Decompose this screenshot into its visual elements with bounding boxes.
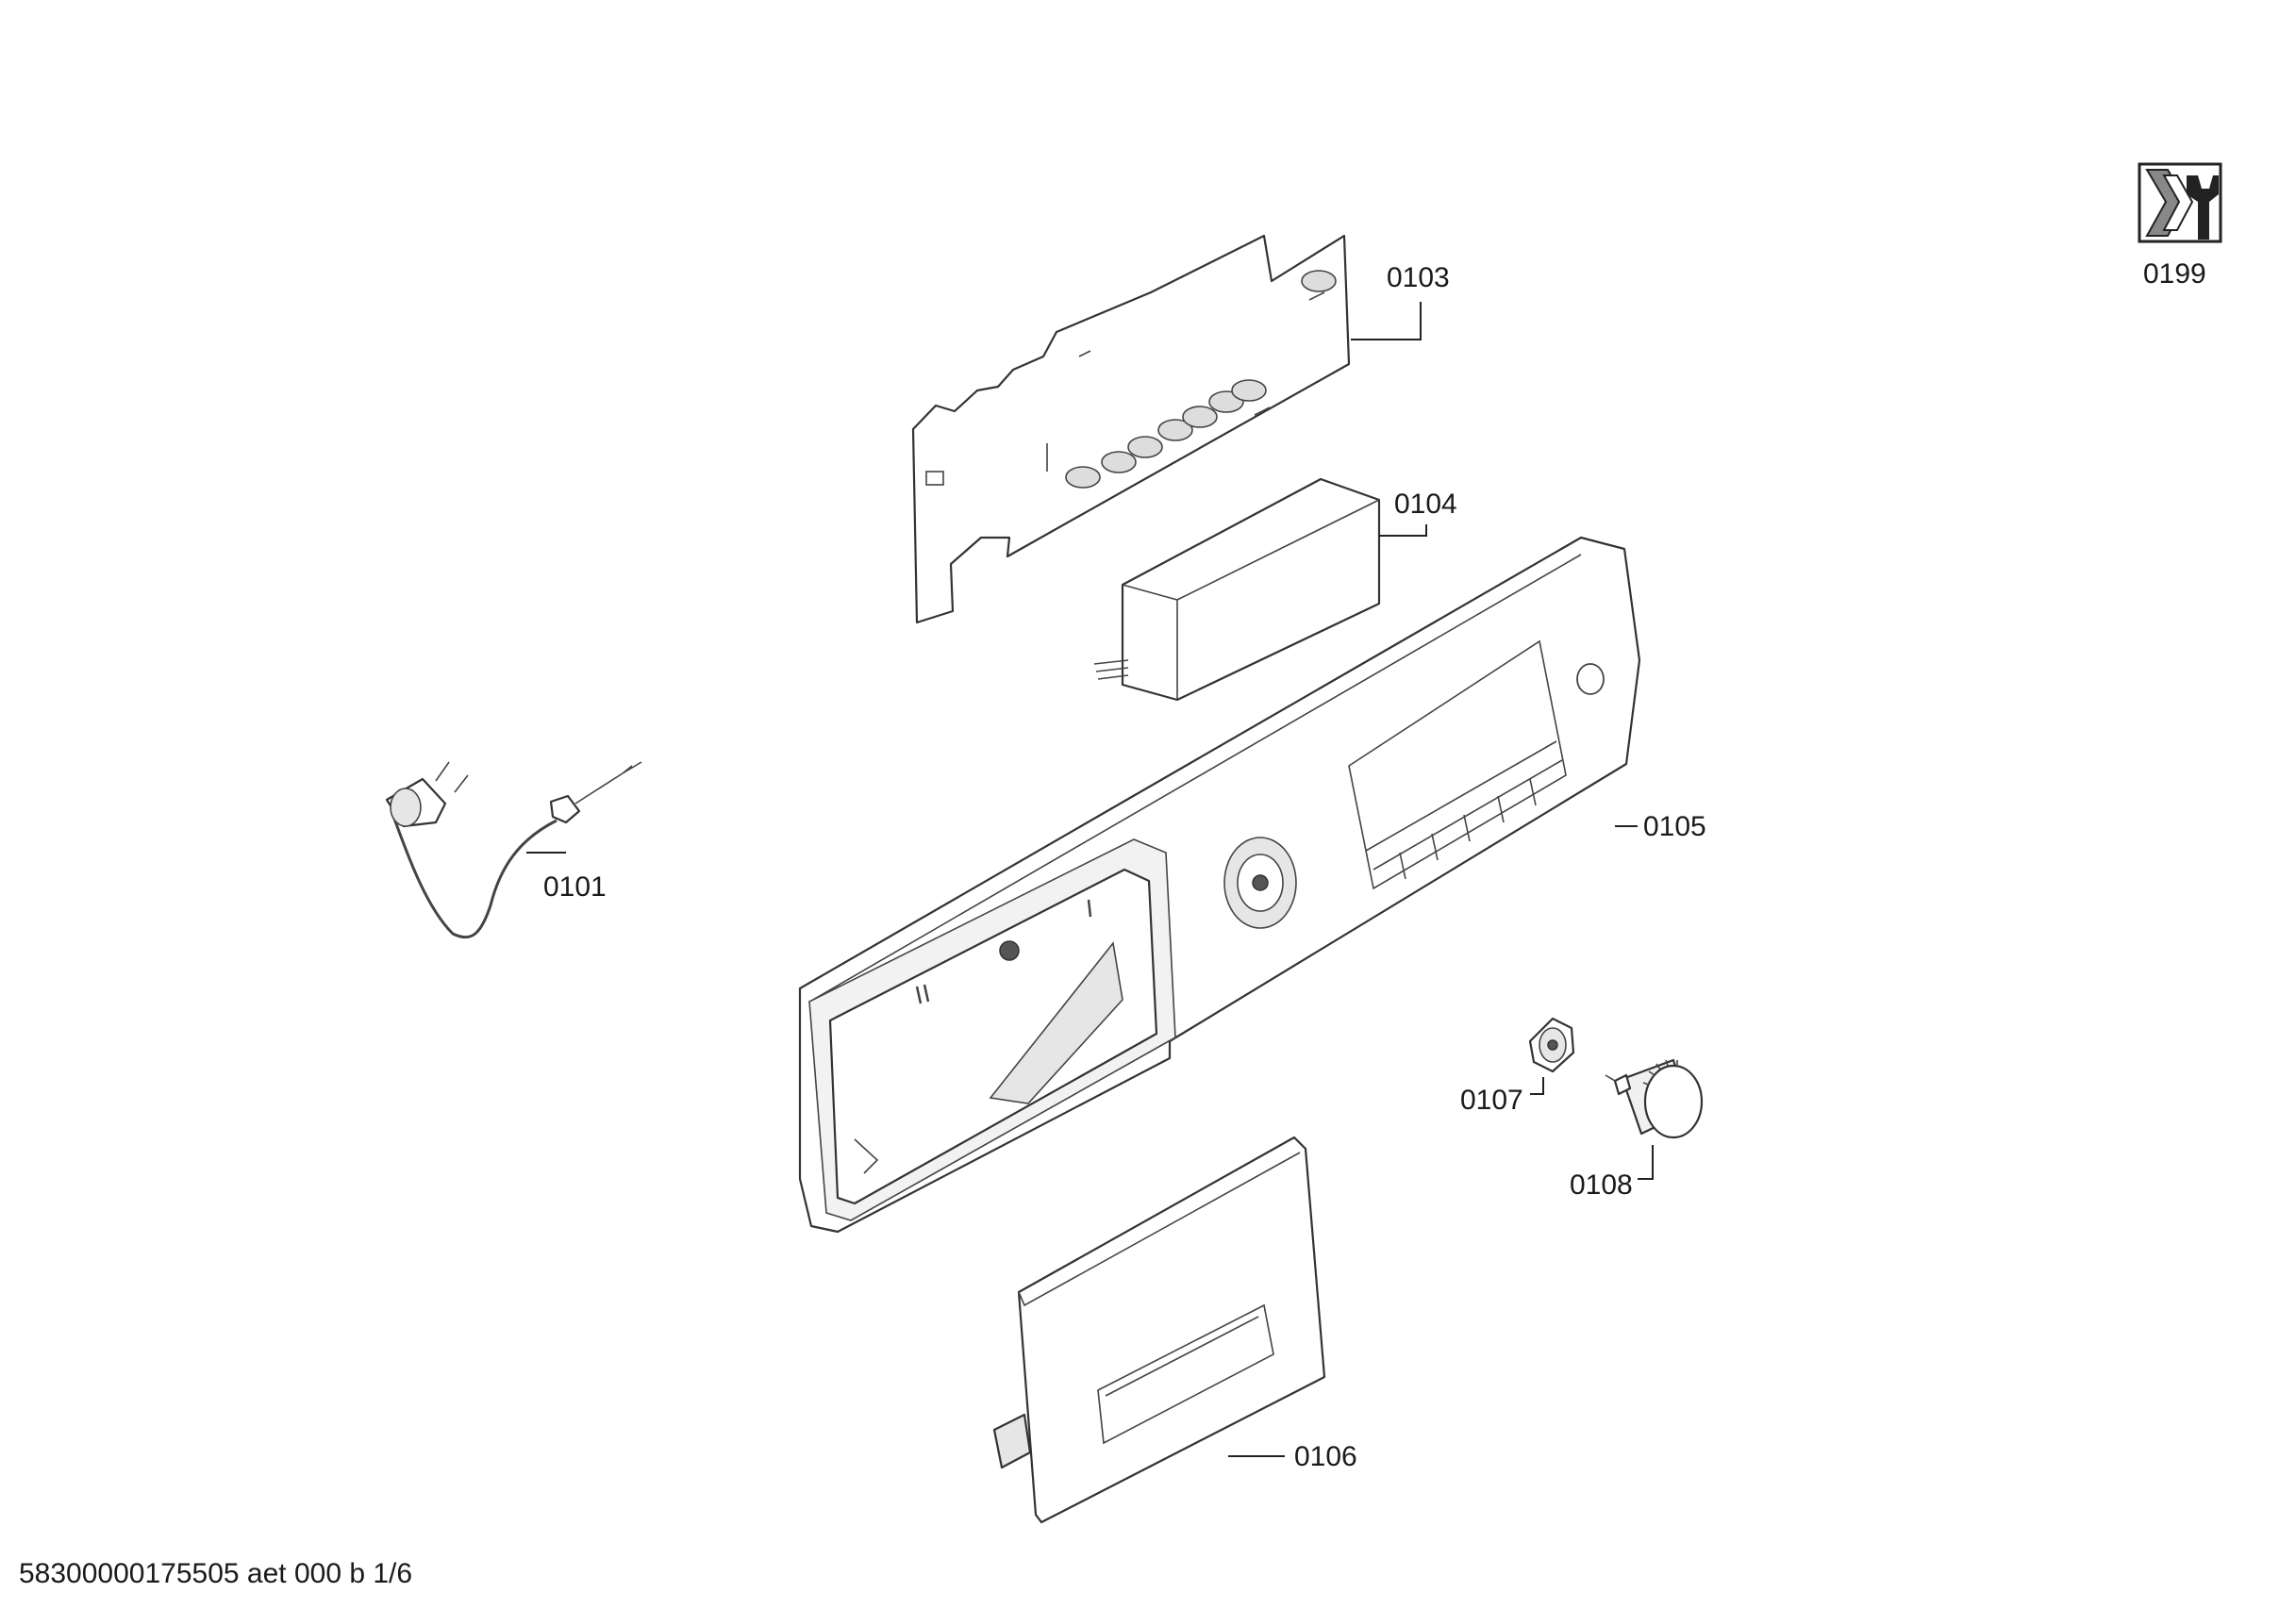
callout-label-0103: 0103 <box>1387 262 1450 293</box>
leader-0108 <box>1638 1145 1654 1180</box>
service-tool-icon <box>2138 162 2222 243</box>
leader-0104 <box>1379 524 1427 537</box>
part-0106-drawer-handle <box>992 1136 1326 1524</box>
part-0105-control-panel <box>798 536 1641 1234</box>
callout-label-0104: 0104 <box>1394 489 1457 520</box>
part-0101-power-cord <box>385 761 642 939</box>
callout-label-0105: 0105 <box>1643 811 1706 842</box>
callout-label-0106: 0106 <box>1294 1441 1357 1472</box>
leader-0103 <box>1351 302 1422 340</box>
leader-0107 <box>1530 1077 1544 1095</box>
part-0104-display-module <box>1093 477 1381 702</box>
callout-label-0107: 0107 <box>1460 1085 1523 1116</box>
part-0103-control-board <box>911 234 1351 624</box>
callout-label-0199: 0199 <box>2143 258 2206 290</box>
callout-label-0108: 0108 <box>1570 1169 1633 1201</box>
part-0108-selector-knob <box>1605 1058 1704 1139</box>
callout-label-0101: 0101 <box>543 871 607 903</box>
part-0107-cap <box>1528 1017 1575 1073</box>
document-reference: 58300000175505 aet 000 b 1/6 <box>19 1558 412 1589</box>
